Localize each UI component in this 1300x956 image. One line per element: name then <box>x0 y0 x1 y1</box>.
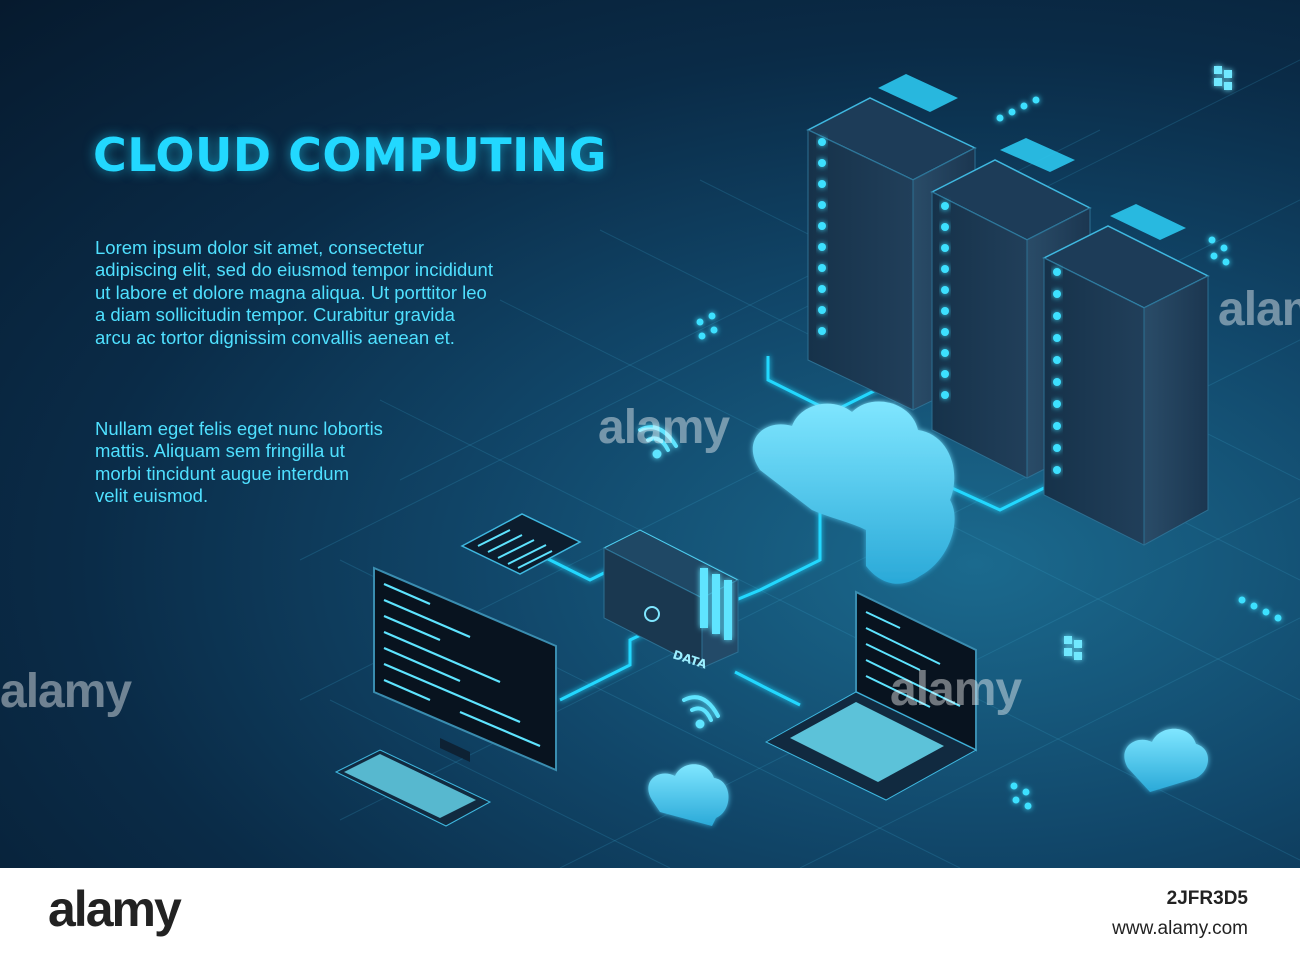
page-title: CLOUD COMPUTING <box>93 128 608 182</box>
watermark-text: alamy <box>890 663 1022 716</box>
keyboard-icon <box>334 749 492 827</box>
dots-icon <box>696 96 1282 810</box>
hero-scene: DATA <box>0 0 1300 868</box>
intro-paragraph: Lorem ipsum dolor sit amet, consectetur … <box>95 237 493 348</box>
server-rack-icon <box>806 74 1210 546</box>
watermark-footer: alamy 2JFR3D5 www.alamy.com <box>0 868 1300 956</box>
image-id: 2JFR3D5 <box>1166 888 1248 909</box>
watermark-text: alamy <box>598 401 730 454</box>
tablet-icon <box>460 513 582 575</box>
secondary-paragraph: Nullam eget felis eget nunc lobortis mat… <box>95 418 383 507</box>
wifi-icon <box>638 425 720 729</box>
watermark-text: alamy <box>0 665 132 718</box>
watermark-text: alamy <box>1218 283 1300 336</box>
window-tile-icon <box>1064 66 1232 660</box>
cloud-icon-small <box>648 728 1208 826</box>
alamy-logo: alamy <box>48 881 182 937</box>
data-hub-icon: DATA <box>602 529 740 672</box>
isometric-illustration: DATA <box>299 59 1300 868</box>
site-url: www.alamy.com <box>1112 918 1248 939</box>
monitor-icon <box>373 566 557 772</box>
laptop-icon <box>764 590 978 801</box>
cloud-icon <box>752 401 955 584</box>
